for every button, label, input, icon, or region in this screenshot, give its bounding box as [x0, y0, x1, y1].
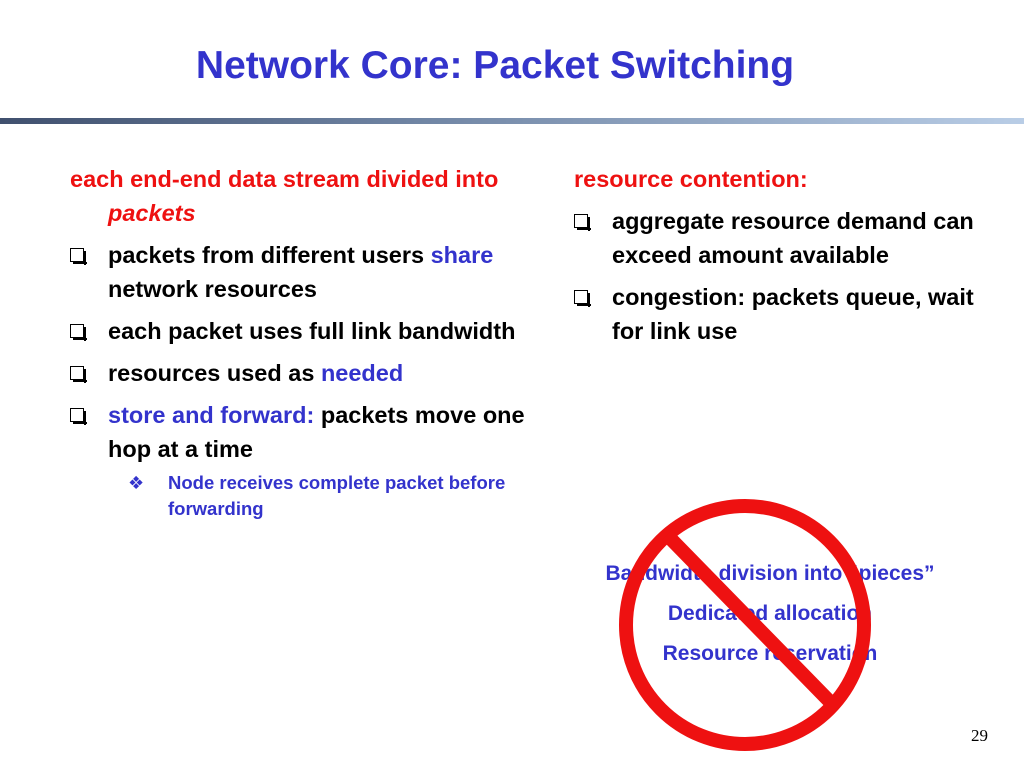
- crossed-out-item: Resource reservation: [662, 642, 878, 665]
- checkbox-bullet-icon: [70, 324, 87, 341]
- slide-title: Network Core: Packet Switching: [195, 44, 795, 87]
- prohibition-icon: [619, 499, 871, 751]
- bullet-text: packets move one hop at a time: [108, 402, 525, 462]
- checkbox-bullet-icon: [574, 214, 591, 231]
- bullet-text: packets from different users: [108, 242, 431, 268]
- prohibition-circle: [619, 499, 871, 751]
- checkbox-bullet-icon: [70, 408, 87, 425]
- bullet-text: congestion: packets queue, wait for link…: [612, 284, 974, 344]
- bullet-text: network resources: [108, 276, 317, 302]
- title-underline-bar: [0, 118, 1024, 124]
- bullet-text: each packet uses full link bandwidth: [108, 318, 516, 344]
- left-intro-italic: packets: [108, 200, 196, 226]
- bullet-text-highlight: store and forward:: [108, 402, 315, 428]
- bullet-text: resources used as: [108, 360, 321, 386]
- left-bullet-4: store and forward: packets move one hop …: [70, 398, 530, 466]
- checkbox-bullet-icon: [70, 366, 87, 383]
- right-heading: resource contention:: [574, 166, 808, 192]
- left-column: each end-end data stream divided into pa…: [70, 162, 530, 522]
- bullet-text-highlight: needed: [320, 360, 404, 386]
- right-column: resource contention: aggregate resource …: [574, 162, 994, 348]
- left-bullet-2: each packet uses full link bandwidth: [70, 314, 530, 348]
- diamond-bullet-icon: ❖: [128, 473, 145, 493]
- left-sub-bullet: ❖ Node receives complete packet before f…: [128, 470, 530, 522]
- page-number: 29: [971, 726, 988, 745]
- crossed-out-item: Dedicated allocation: [667, 602, 873, 625]
- left-bullet-1: packets from different users share netwo…: [70, 238, 530, 306]
- left-bullet-3: resources used as needed: [70, 356, 530, 390]
- checkbox-bullet-icon: [70, 248, 87, 265]
- checkbox-bullet-icon: [574, 290, 591, 307]
- sub-bullet-text: Node receives complete packet before for…: [168, 472, 506, 519]
- bullet-text-highlight: share: [430, 242, 494, 268]
- bullet-text: aggregate resource demand can exceed amo…: [612, 208, 974, 268]
- prohibition-slash: [661, 530, 843, 714]
- left-intro: each end-end data stream divided into pa…: [70, 162, 530, 230]
- right-bullet-1: aggregate resource demand can exceed amo…: [574, 204, 994, 272]
- right-bullet-2: congestion: packets queue, wait for link…: [574, 280, 994, 348]
- left-intro-text: each end-end data stream divided into: [70, 166, 499, 192]
